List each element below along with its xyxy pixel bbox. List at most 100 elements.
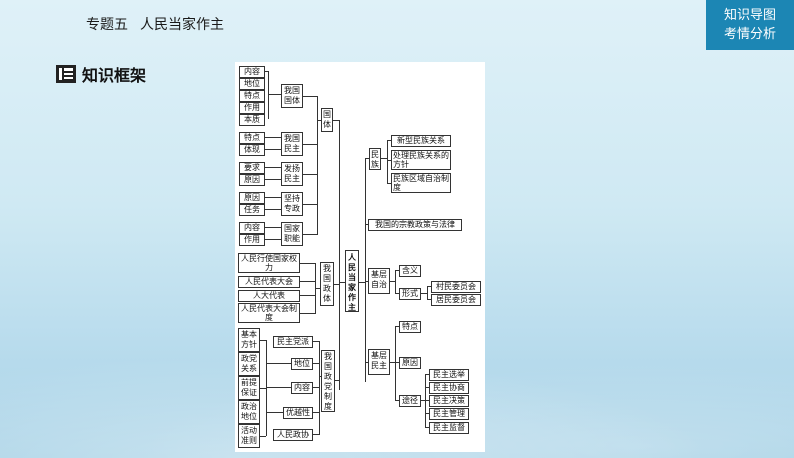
node-qianti-baozheng: 前提保证 [238, 376, 260, 400]
connector-line [265, 179, 281, 180]
node-jianchi-zhuanzheng: 坚持专政 [281, 192, 303, 216]
connector-line [365, 281, 368, 282]
connector-line [300, 313, 315, 314]
connector-line [365, 158, 366, 382]
node-renda-zhidu: 人民代表大会制度 [238, 303, 300, 323]
section-heading: 知识框架 [56, 62, 146, 86]
connector-line [395, 326, 396, 400]
node-chuli-guanxi: 处理民族关系的方针 [391, 150, 451, 170]
connector-line [395, 362, 399, 363]
node-renmin-zhengxie: 人民政协 [273, 429, 313, 441]
connector-line [313, 341, 319, 342]
connector-line [303, 174, 317, 175]
node-minzhu-dangpai: 民主党派 [273, 336, 313, 348]
connector-line [315, 288, 320, 289]
connector-line [365, 362, 368, 363]
connector-line [260, 388, 266, 389]
node-yuanyin-2: 原因 [239, 192, 265, 204]
connector-line [266, 387, 291, 388]
connector-line [317, 96, 318, 235]
node-neirong-2: 内容 [239, 222, 265, 234]
connector-line [425, 374, 429, 375]
connector-line [359, 282, 365, 283]
connector-line [390, 362, 395, 363]
node-zhengdang-guanxi: 政党关系 [238, 352, 260, 376]
connector-line [427, 286, 431, 287]
connector-line [303, 144, 317, 145]
connector-line [425, 374, 426, 428]
connector-line [268, 94, 281, 95]
node-diwei-2: 地位 [291, 358, 313, 370]
node-minzhu-guanli: 民主管理 [429, 408, 469, 420]
connector-line [319, 376, 321, 377]
connector-line [427, 299, 431, 300]
connector-line [265, 137, 281, 138]
connector-line [425, 427, 429, 428]
connector-line [313, 412, 319, 413]
connector-line [265, 167, 281, 168]
node-minzhu-jiandu: 民主监督 [429, 422, 469, 434]
connector-line [339, 282, 345, 283]
connector-line [265, 71, 268, 72]
connector-line [395, 270, 399, 271]
connector-line [365, 158, 369, 159]
connector-line [335, 380, 339, 381]
connector-line [319, 341, 320, 435]
connector-line [313, 363, 319, 364]
connector-line [427, 286, 428, 300]
connector-line [268, 71, 269, 119]
topic-number: 专题五 [86, 17, 128, 33]
node-yuanyin: 原因 [239, 174, 265, 186]
connector-line [265, 209, 281, 210]
node-diwei: 地位 [239, 78, 265, 90]
page-title: 专题五人民当家作主 [86, 14, 236, 34]
connector-line [260, 340, 266, 341]
node-jiceng-minzhu: 基层民主 [368, 349, 390, 375]
nav-corner-button[interactable]: 知识导图 考情分析 [706, 0, 794, 50]
connector-line [300, 295, 315, 296]
connector-line [387, 160, 391, 161]
node-jumin: 居民委员会 [431, 294, 481, 306]
connector-line [266, 363, 291, 364]
connector-line [265, 239, 281, 240]
node-yaoqiu: 要求 [239, 162, 265, 174]
node-minzu: 民族 [369, 148, 381, 170]
node-fayang-minzhu: 发扬民主 [281, 162, 303, 186]
node-cunmin: 村民委员会 [431, 281, 481, 293]
connector-line [387, 140, 388, 184]
connector-line [300, 281, 315, 282]
node-zhengzhi-diwei: 政治地位 [238, 400, 260, 424]
connector-line [266, 412, 283, 413]
node-tedian-3: 特点 [399, 321, 421, 333]
connector-line [365, 224, 368, 225]
connector-line [317, 120, 321, 121]
connector-line [425, 400, 429, 401]
connector-line [303, 234, 317, 235]
node-jiceng-zizhi: 基层自治 [368, 268, 390, 294]
knowledge-diagram: 内容 地位 特点 作用 本质 我国国体 特点 体现 我国民主 要求 原因 发扬民… [235, 62, 485, 452]
node-minzhu-xuanju: 民主选举 [429, 369, 469, 381]
connector-line [303, 96, 317, 97]
node-xingshi: 形式 [399, 288, 421, 300]
corner-line-2: 考情分析 [723, 27, 776, 42]
connector-line [421, 293, 427, 294]
section-label: 知识框架 [82, 66, 147, 85]
node-quyu-zizhi: 民族区域自治制度 [391, 173, 451, 193]
node-renda-daibiao: 人大代表 [238, 290, 300, 302]
node-youyuexing: 优越性 [283, 407, 313, 419]
connector-line [300, 263, 315, 264]
node-benzhi: 本质 [239, 114, 265, 126]
connector-line [265, 227, 281, 228]
node-jiben-fangzhen: 基本方针 [238, 328, 260, 352]
connector-line [395, 400, 399, 401]
node-hanyi: 含义 [399, 265, 421, 277]
connector-line [260, 436, 266, 437]
connector-line [425, 387, 429, 388]
connector-line [381, 158, 387, 159]
connector-line [334, 284, 339, 285]
connector-line [395, 326, 399, 327]
connector-line [387, 183, 391, 184]
node-woguo-zhengti: 我国政体 [320, 262, 334, 306]
node-renmin-xingshi: 人民行使国家权力 [238, 253, 300, 273]
node-yuanyin-3: 原因 [399, 357, 421, 369]
